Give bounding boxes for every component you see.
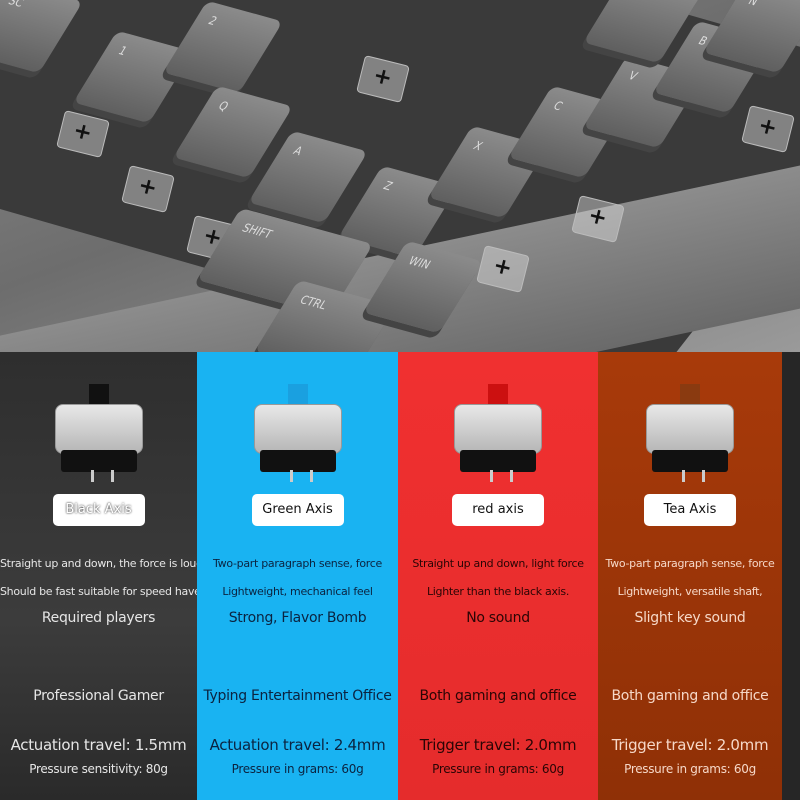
switch-stem [88, 384, 109, 410]
switch-image [250, 382, 346, 482]
switch-line2: Lightweight, mechanical feel [222, 585, 373, 598]
switch-line1: Two-part paragraph sense, force [213, 557, 382, 570]
switch-name-badge: Green Axis [251, 494, 344, 526]
switch-pressure: Pressure in grams: 60g [432, 762, 564, 776]
switch-pins [490, 470, 493, 482]
switch-use: Typing Entertainment Office [203, 688, 392, 704]
switch-stem [680, 384, 700, 410]
switch-line3: Required players [41, 610, 156, 626]
switch-base [460, 450, 536, 472]
switch-pressure: Pressure in grams: 60g [231, 762, 364, 776]
switch-line1: Straight up and down, light force [412, 557, 584, 570]
switch-pins [90, 470, 94, 482]
switch-name-badge: Tea Axis [644, 494, 736, 526]
switch-pressure: Pressure sensitivity: 80g [29, 762, 168, 776]
keyboard-photo: SC 1 2 Q A Z SHIFT CTRL WIN X C V B G N [0, 0, 800, 352]
edge-strip [782, 352, 800, 800]
switch-name-badge: Black Axis [52, 494, 145, 526]
switch-base [60, 450, 137, 472]
switch-image [642, 382, 738, 482]
switch-image [450, 382, 546, 482]
switch-stem [488, 384, 508, 410]
switch-pins [682, 470, 685, 482]
switch-housing [253, 404, 342, 454]
switch-use: Both gaming and office [419, 688, 577, 704]
switch-stem [287, 384, 308, 410]
switch-housing [646, 404, 734, 454]
switch-base [259, 450, 336, 472]
switch-travel: Trigger travel: 2.0mm [419, 736, 577, 754]
switch-housing [54, 404, 143, 454]
switch-travel: Actuation travel: 2.4mm [209, 736, 386, 754]
switch-housing [454, 404, 542, 454]
switch-line2: Lightweight, versatile shaft, [617, 585, 763, 598]
switch-line2: Lighter than the black axis. [426, 585, 570, 598]
switch-line2: Should be fast suitable for speed have [0, 585, 201, 598]
switch-travel: Trigger travel: 2.0mm [611, 736, 769, 754]
switch-base [652, 450, 728, 472]
switch-line1: Two-part paragraph sense, force [605, 557, 775, 570]
switch-name-badge: red axis [452, 494, 544, 526]
switch-travel: Actuation travel: 1.5mm [10, 736, 187, 754]
switch-line1: Straight up and down, the force is loud [0, 557, 203, 570]
switch-image [51, 382, 147, 482]
switch-line3: Strong, Flavor Bomb [228, 610, 367, 626]
switch-use: Both gaming and office [611, 688, 769, 704]
switch-pressure: Pressure in grams: 60g [624, 762, 756, 776]
switch-line3: No sound [466, 610, 530, 626]
switch-line3: Slight key sound [634, 610, 746, 626]
switch-pins [289, 470, 293, 482]
switch-use: Professional Gamer [33, 688, 164, 704]
